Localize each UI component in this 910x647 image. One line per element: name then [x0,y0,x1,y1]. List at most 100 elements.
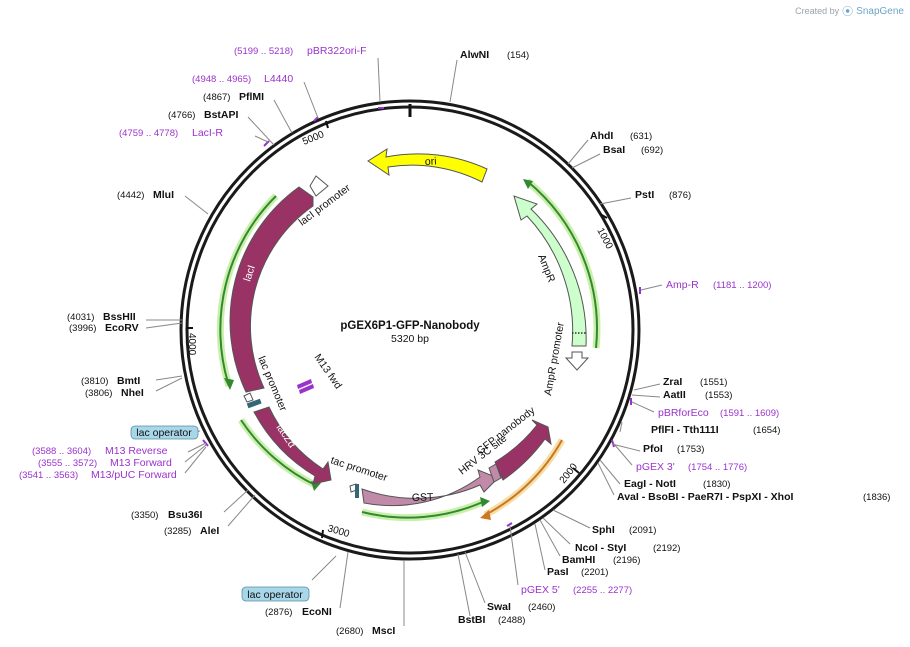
ampr-promoter-arrow [564,351,590,371]
enzyme-label-pflfi[interactable]: PflFI - Tth111I (1654) [651,424,780,436]
lac-operator-badge[interactable]: lac operator [241,586,310,602]
enzyme-label-pasi[interactable]: PasI (2201) [547,566,608,578]
svg-text:(3810): (3810) [81,376,108,387]
svg-text:(1181 .. 1200): (1181 .. 1200) [713,280,771,291]
svg-text:lac operator: lac operator [136,427,192,439]
svg-text:(4442): (4442) [117,190,144,201]
enzyme-label-alei[interactable]: AleI (3285) [164,525,219,537]
svg-text:SphI: SphI [592,524,615,536]
enzyme-label-alwni[interactable]: AlwNI (154) [460,49,529,61]
svg-text:(2876): (2876) [265,607,292,618]
credit-brand: SnapGene [856,5,904,17]
svg-text:(1836): (1836) [863,492,890,503]
enzyme-label-econi[interactable]: EcoNI (2876) [265,606,332,618]
primer-label-pgex-3[interactable]: pGEX 3' (1754 .. 1776) [636,461,747,473]
svg-text:(5199 .. 5218): (5199 .. 5218) [234,46,293,57]
svg-text:(4031): (4031) [67,312,94,323]
svg-text:(3555 .. 3572): (3555 .. 3572) [38,458,97,469]
leader-lines [145,57,663,626]
primer-marker [313,116,319,122]
laci-arrow [229,186,314,393]
scale-tick: 4000 [186,327,197,356]
svg-text:(154): (154) [507,50,529,61]
primer-label-pgex-5[interactable]: pGEX 5' (2255 .. 2277) [521,584,632,596]
svg-text:AvaI - BsoBI - PaeR7I - PspXI: AvaI - BsoBI - PaeR7I - PspXI - XhoI [617,491,793,503]
enzyme-label-bsai[interactable]: BsaI (692) [603,144,663,156]
enzyme-label-bsshii[interactable]: BssHII (4031) [67,311,136,323]
svg-text:L4440: L4440 [264,73,293,85]
primer-label-m13-forward[interactable]: (3555 .. 3572) M13 Forward [38,457,172,469]
svg-text:EcoRV: EcoRV [105,322,139,334]
svg-text:(3806): (3806) [85,388,112,399]
enzyme-label-bsu36i[interactable]: Bsu36I (3350) [131,509,203,521]
primer-label-laci-r[interactable]: (4759 .. 4778) LacI-R [119,127,223,139]
enzyme-label-bstapi[interactable]: BstAPI (4766) [168,109,239,121]
svg-text:(2255 .. 2277): (2255 .. 2277) [573,585,632,596]
svg-text:PflFI - Tth111I: PflFI - Tth111I [651,424,719,436]
svg-text:BssHII: BssHII [103,311,136,323]
primer-label-m13-reverse[interactable]: (3588 .. 3604) M13 Reverse [32,445,168,457]
svg-text:(3350): (3350) [131,510,158,521]
svg-text:PasI: PasI [547,566,569,578]
backbone-outer [179,99,641,561]
enzyme-label-bstbi[interactable]: BstBI (2488) [458,614,525,626]
hrv-3c-box [488,463,502,483]
svg-text:pBRforEco: pBRforEco [658,407,709,419]
svg-text:(2460): (2460) [528,602,555,613]
enzyme-label-eagi[interactable]: EagI - NotI (1830) [624,478,730,490]
enzyme-label-swai[interactable]: SwaI (2460) [487,601,555,613]
credit-prefix: Created by [795,6,840,16]
svg-text:BamHI: BamHI [562,554,595,566]
svg-text:LacI-R: LacI-R [192,127,223,139]
enzyme-label-ecorv[interactable]: EcoRV (3996) [69,322,139,334]
svg-text:ZraI: ZraI [663,376,682,388]
svg-text:M13 Reverse: M13 Reverse [105,445,168,457]
enzyme-label-ahdi[interactable]: AhdI (631) [590,130,652,142]
enzyme-label-bamhi[interactable]: BamHI (2196) [562,554,640,566]
enzyme-label-mlui[interactable]: MluI (4442) [117,189,174,201]
svg-text:EcoNI: EcoNI [302,606,332,618]
svg-text:(2488): (2488) [498,615,525,626]
svg-text:(2680): (2680) [336,626,363,637]
primer-label-m13-puc-forward[interactable]: (3541 .. 3563) M13/pUC Forward [19,469,177,481]
primer-label-pbrforeco[interactable]: pBRforEco (1591 .. 1609) [658,407,779,419]
svg-text:AleI: AleI [200,525,219,537]
svg-text:pBR322ori-F: pBR322ori-F [307,45,367,57]
ampr-promoter-label: AmpR promoter [542,321,567,397]
enzyme-label-pfoi[interactable]: PfoI (1753) [643,443,704,455]
enzyme-label-pflmi[interactable]: PflMI (4867) [203,91,264,103]
svg-text:M13 Forward: M13 Forward [110,457,172,469]
primer-marker [263,140,270,147]
svg-text:(1654): (1654) [753,425,780,436]
enzyme-label-ncoi[interactable]: NcoI - StyI (2192) [575,542,680,554]
primer-label-l4440[interactable]: (4948 .. 4965) L4440 [192,73,293,85]
enzyme-label-avai[interactable]: AvaI - BsoBI - PaeR7I - PspXI - XhoI (18… [617,491,890,503]
ampr-label: AmpR [535,253,557,285]
primer-label-pbr322ori-f[interactable]: (5199 .. 5218) pBR322ori-F [234,45,367,57]
laci-promoter-arrow [309,175,329,197]
svg-text:SwaI: SwaI [487,601,511,613]
enzyme-label-nhei[interactable]: NheI (3806) [85,387,144,399]
enzyme-label-msci[interactable]: MscI (2680) [336,625,395,637]
svg-text:PstI: PstI [635,189,654,201]
primer-label-amp-r[interactable]: Amp-R (1181 .. 1200) [666,279,771,291]
tick-label: 4000 [186,333,197,356]
enzyme-label-aatii[interactable]: AatII (1553) [663,389,732,401]
svg-text:(4766): (4766) [168,110,195,121]
svg-text:BmtI: BmtI [117,375,140,387]
enzyme-label-zrai[interactable]: ZraI (1551) [663,376,727,388]
lac-operator-badge[interactable]: lac operator [130,425,199,440]
svg-text:NheI: NheI [121,387,144,399]
gst-label: GST [412,491,435,504]
svg-text:(4759 .. 4778): (4759 .. 4778) [119,128,178,139]
enzyme-label-sphi[interactable]: SphI (2091) [592,524,656,536]
svg-text:(2091): (2091) [629,525,656,536]
svg-text:(2201): (2201) [581,567,608,578]
tick-label: 2000 [558,461,581,486]
enzyme-label-psti[interactable]: PstI (876) [635,189,691,201]
tac-promoter-label: tac promoter [329,454,389,484]
snapgene-credit: Created by ⦿ SnapGene [795,3,904,19]
svg-text:(2196): (2196) [613,555,640,566]
lacz-arrow [253,406,332,485]
enzyme-label-bmti[interactable]: BmtI (3810) [81,375,140,387]
